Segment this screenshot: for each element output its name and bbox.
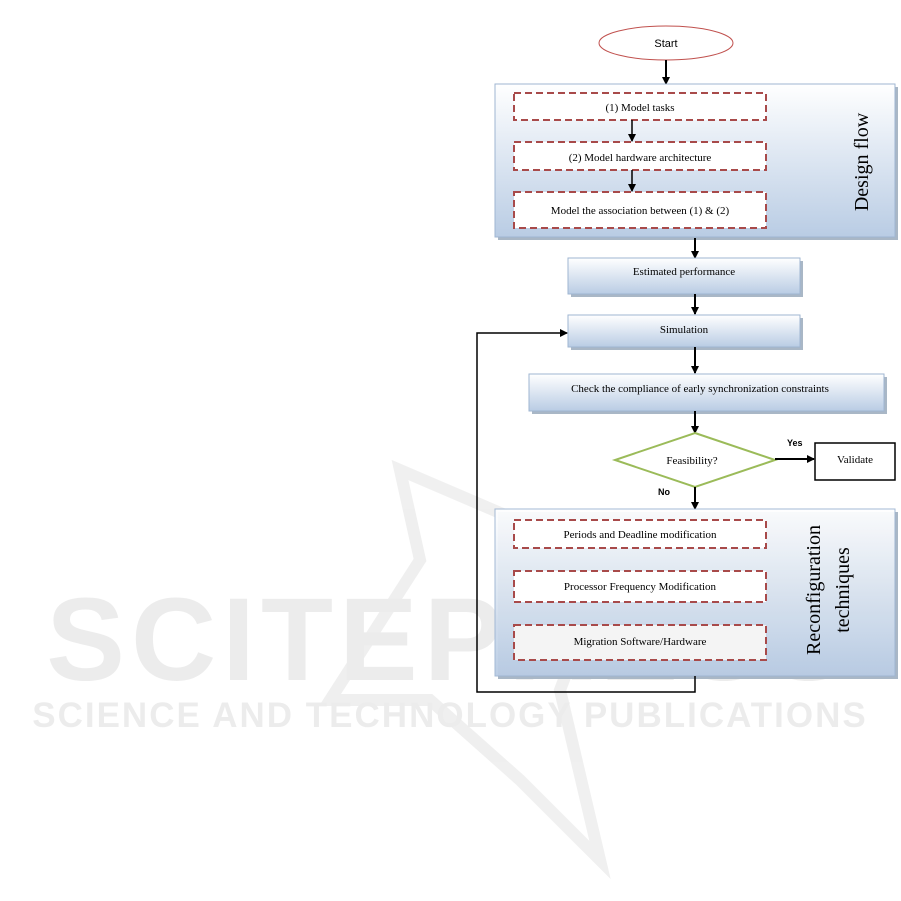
no-label: No	[658, 487, 670, 497]
validate-box	[814, 442, 896, 481]
estimated-performance-box	[567, 257, 801, 295]
simulation-box	[567, 314, 801, 348]
check-label: Check the compliance of early synchroniz…	[571, 383, 829, 395]
feasibility-label: Feasibility?	[666, 455, 717, 467]
watermark-subtitle: SCIENCE AND TECHNOLOGY PUBLICATIONS	[32, 696, 868, 735]
design-flow-label: Design flow	[851, 112, 873, 211]
estimated-performance-label: Estimated performance	[633, 266, 735, 278]
reconfiguration-step-label: Migration Software/Hardware	[574, 636, 707, 648]
design-step	[513, 92, 767, 229]
reconfiguration-label: techniques	[832, 547, 854, 633]
reconfiguration-step-label: Periods and Deadline modification	[563, 529, 717, 541]
yes-label: Yes	[787, 438, 803, 448]
reconfiguration-step-label: Processor Frequency Modification	[564, 581, 717, 593]
design-flow-group: (1) Model tasks (2) Model hardware archi…	[494, 83, 898, 240]
simulation-label: Simulation	[660, 324, 709, 336]
loop-arrow	[476, 329, 696, 693]
design-step-label: (1) Model tasks	[605, 102, 674, 114]
design-step-label: Model the association between (1) & (2)	[551, 205, 730, 217]
check-box	[528, 373, 885, 412]
reconfiguration-step	[513, 519, 767, 661]
validate-label: Validate	[837, 454, 873, 466]
design-step-label: (2) Model hardware architecture	[569, 152, 712, 164]
start-label: Start	[654, 38, 677, 50]
reconfiguration-label: Reconfiguration	[803, 525, 825, 655]
reconfiguration-group: Periods and Deadline modification Proces…	[494, 508, 898, 679]
